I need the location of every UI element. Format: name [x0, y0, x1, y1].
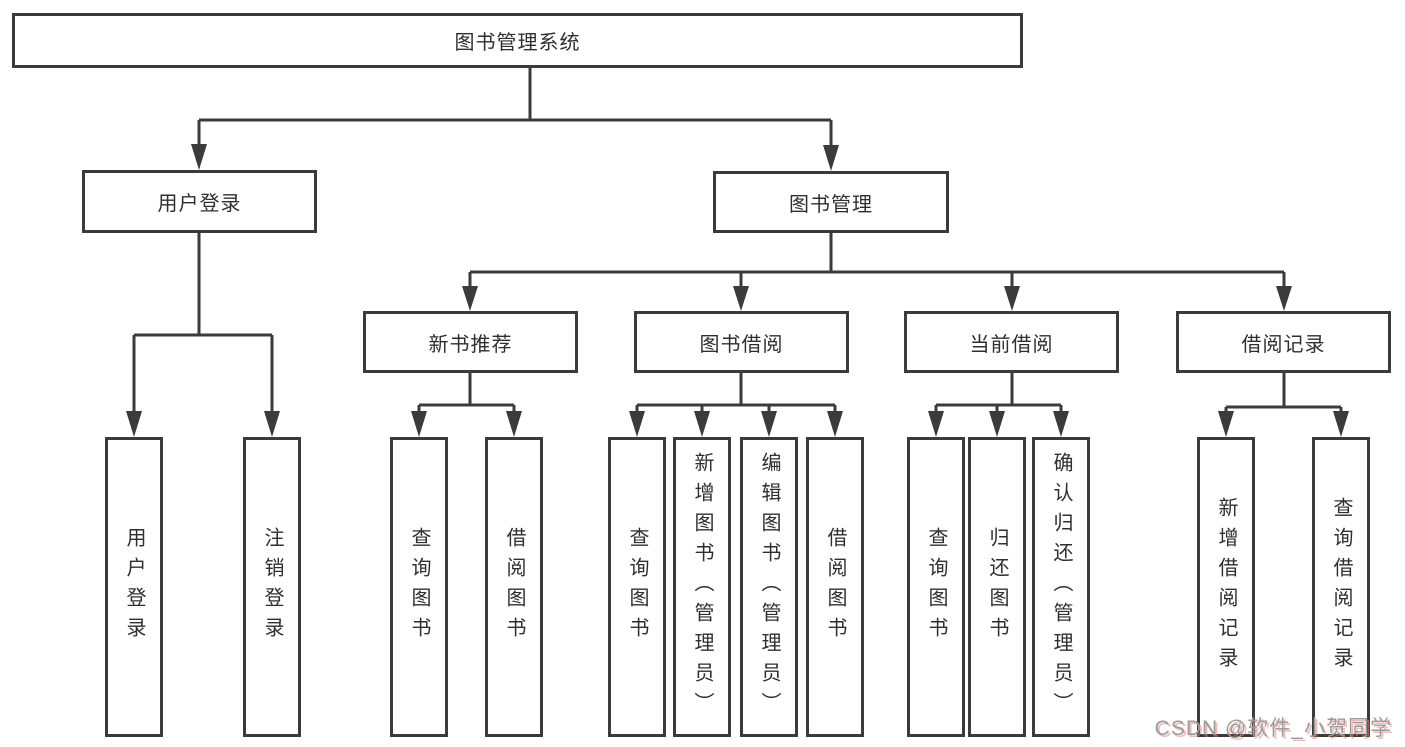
arrowhead [733, 286, 749, 311]
leaf-label: 确认归还（管理员） [1050, 452, 1072, 722]
node-leaf-bor-add-book-admin: 新增图书（管理员） [673, 437, 731, 737]
leaf-label: 查询图书 [626, 527, 648, 647]
arrowhead [1053, 411, 1069, 437]
node-user-login: 用户登录 [82, 170, 317, 233]
arrowhead [264, 411, 280, 437]
leaf-label: 借阅图书 [503, 527, 525, 647]
leaf-label: 借阅图书 [824, 527, 846, 647]
node-new-book-recommend: 新书推荐 [363, 311, 578, 373]
arrowhead [1218, 411, 1234, 437]
arrowhead [928, 411, 944, 437]
arrowhead [989, 411, 1005, 437]
node-root: 图书管理系统 [12, 13, 1023, 68]
wire-book-mgmt [468, 233, 1286, 288]
node-book-mgmt: 图书管理 [713, 171, 949, 233]
wire-records [1224, 373, 1343, 413]
node-leaf-user-login: 用户登录 [105, 437, 163, 737]
node-leaf-logout: 注销登录 [243, 437, 301, 737]
arrowhead [827, 411, 843, 437]
node-current-borrow-label: 当前借阅 [969, 333, 1054, 356]
node-user-login-label: 用户登录 [157, 193, 242, 215]
leaf-label: 编辑图书（管理员） [758, 452, 780, 722]
node-leaf-cur-return-book: 归还图书 [968, 437, 1026, 737]
leaf-label: 注销登录 [261, 527, 283, 647]
node-leaf-bor-edit-book-admin: 编辑图书（管理员） [740, 437, 798, 737]
node-book-mgmt-label: 图书管理 [789, 193, 873, 216]
leaf-label: 用户登录 [123, 527, 145, 647]
wire-current [934, 373, 1063, 413]
arrowhead [1276, 286, 1292, 311]
node-root-label: 图书管理系统 [454, 32, 581, 54]
wire-borrow [635, 373, 837, 413]
arrowhead [191, 144, 207, 170]
wire-root [197, 68, 833, 147]
node-leaf-cur-confirm-return-admin: 确认归还（管理员） [1032, 437, 1090, 737]
watermark: CSDN @软件_小贺同学 [1154, 717, 1392, 740]
arrowhead [1333, 411, 1349, 437]
arrowhead [761, 411, 777, 437]
node-leaf-bor-borrow-book: 借阅图书 [806, 437, 864, 737]
wire-user-login [132, 233, 274, 413]
node-leaf-query-borrow-record: 查询借阅记录 [1312, 437, 1370, 737]
arrowhead [629, 411, 645, 437]
node-leaf-add-borrow-record: 新增借阅记录 [1197, 437, 1255, 737]
arrowhead [462, 286, 478, 311]
node-borrow-records-label: 借阅记录 [1241, 333, 1326, 356]
node-leaf-rec-borrow-book: 借阅图书 [485, 437, 543, 737]
node-new-book-recommend-label: 新书推荐 [428, 333, 513, 356]
wire-recommend [417, 373, 516, 413]
node-leaf-cur-query-book: 查询图书 [907, 437, 965, 737]
leaf-label: 归还图书 [986, 527, 1008, 647]
arrowhead [506, 411, 522, 437]
arrowhead [411, 411, 427, 437]
leaf-label: 查询图书 [408, 527, 430, 647]
leaf-label: 查询图书 [925, 527, 947, 647]
node-borrow-records: 借阅记录 [1176, 311, 1391, 373]
leaf-label: 新增图书（管理员） [691, 452, 713, 722]
arrowhead [823, 145, 839, 171]
leaf-label: 新增借阅记录 [1215, 497, 1237, 677]
node-leaf-rec-query-book: 查询图书 [390, 437, 448, 737]
arrowhead [1004, 286, 1020, 311]
node-current-borrow: 当前借阅 [904, 311, 1119, 373]
node-leaf-bor-query-book: 查询图书 [608, 437, 666, 737]
node-book-borrow: 图书借阅 [634, 311, 849, 373]
leaf-label: 查询借阅记录 [1330, 497, 1352, 677]
node-book-borrow-label: 图书借阅 [699, 333, 784, 356]
arrowhead [126, 411, 142, 437]
arrowhead [694, 411, 710, 437]
